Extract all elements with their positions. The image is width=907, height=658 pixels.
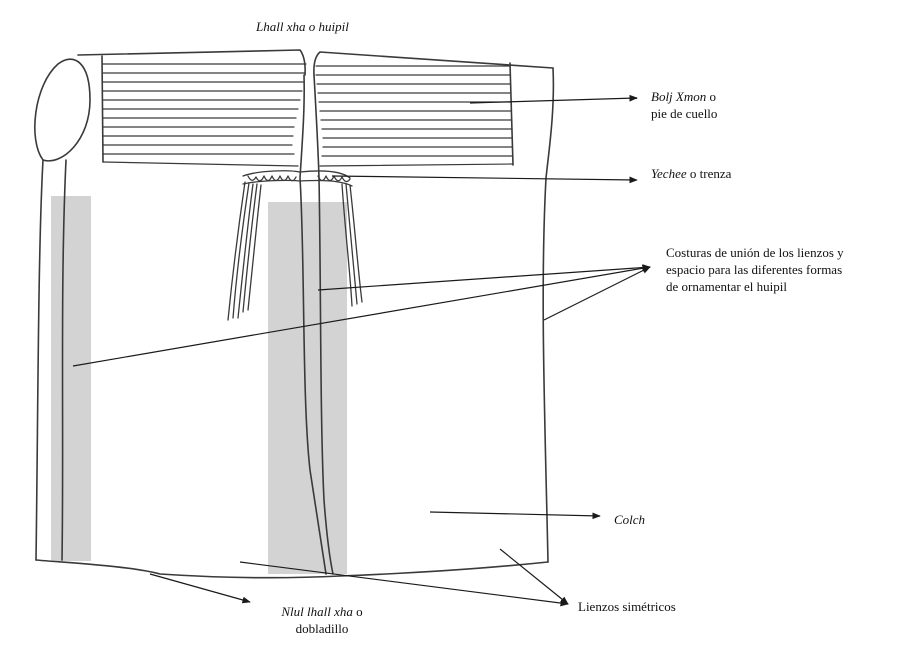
center-seam-highlight	[268, 202, 347, 574]
arrow-hem	[149, 573, 251, 604]
arrow-colch	[429, 511, 601, 520]
label-braid-term: Yechee	[651, 166, 687, 181]
left-seam-highlight	[51, 196, 91, 561]
braid-yechee	[227, 170, 363, 321]
label-hem-conj: o	[352, 604, 363, 619]
title-huipil: Lhall xha o huipil	[256, 19, 349, 34]
label-seams-line1: Costuras de unión de los lienzos y	[666, 245, 844, 260]
arrow-seam-right	[543, 266, 651, 321]
label-seams-line2: espacio para las diferentes formas	[666, 262, 843, 277]
arrow-neck	[469, 94, 638, 104]
label-seams: Costuras de unión de los lienzos y espac…	[666, 244, 844, 295]
arrow-braid	[331, 175, 638, 184]
label-hem-line2: dobladillo	[295, 621, 349, 636]
arrow-seam-left	[72, 264, 651, 367]
neck-collar-stripes	[102, 63, 514, 167]
label-seams-line3: de ornamentar el huipil	[666, 279, 787, 294]
label-neck-conj: o	[706, 89, 717, 104]
huipil-outline	[34, 49, 555, 579]
arrow-seam-center	[317, 264, 651, 291]
label-hem: Nlul lhall xha o dobladillo	[252, 603, 392, 637]
label-neck-term: Bolj Xmon	[651, 89, 707, 104]
arrow-panels-right	[499, 548, 569, 605]
label-braid-rest: o trenza	[686, 166, 732, 181]
label-colch: Colch	[614, 512, 646, 527]
label-neck-line2: pie de cuello	[651, 106, 718, 121]
label-braid: Yechee o trenza	[651, 165, 731, 182]
callout-arrows	[72, 94, 651, 607]
arrow-panels-center	[239, 561, 569, 607]
label-neck: Bolj Xmon o pie de cuello	[651, 88, 717, 122]
label-panels: Lienzos simétricos	[578, 599, 676, 614]
label-hem-term: Nlul lhall xha	[281, 604, 353, 619]
